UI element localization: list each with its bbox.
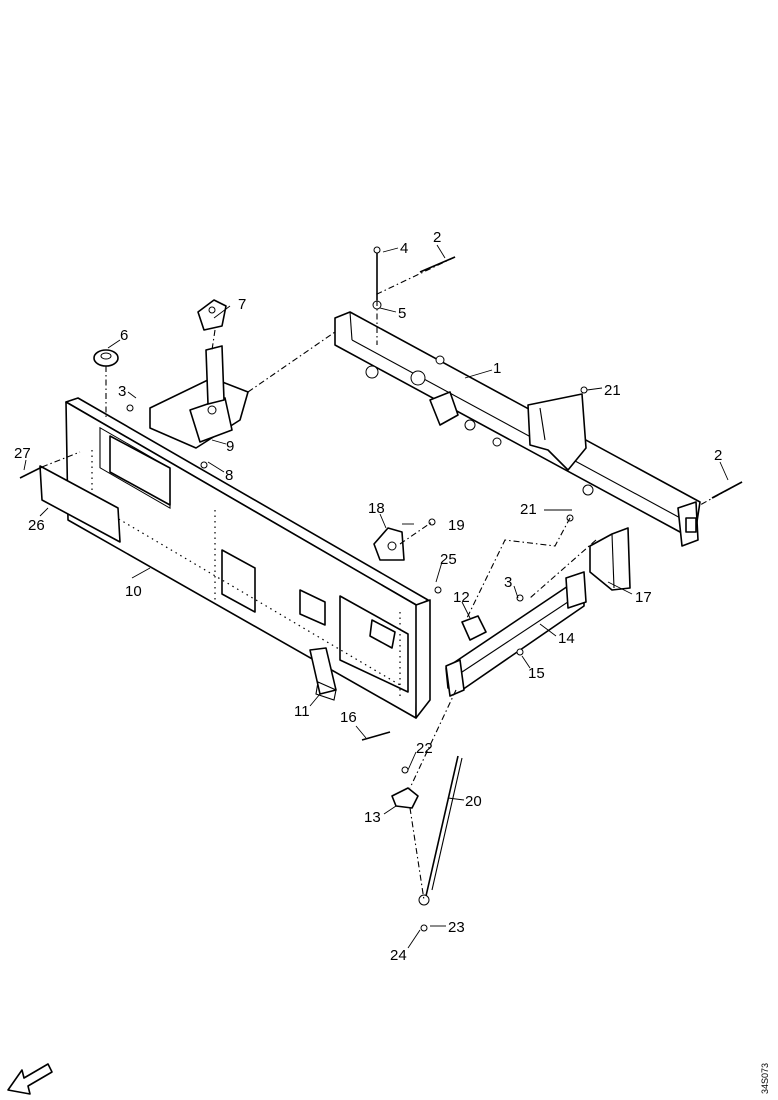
callout-6: 6 [120,327,128,344]
callout-2-top: 2 [433,229,441,246]
callout-labels: 1 2 2 3 3 4 5 6 7 8 9 10 11 12 13 14 15 … [14,229,722,964]
side-rail [445,571,587,697]
callout-12: 12 [453,589,470,606]
bracket-6 [93,349,119,367]
callout-14: 14 [558,630,575,647]
block-12 [461,615,487,641]
front-direction-arrow-icon [7,1063,53,1095]
callout-21-mid: 21 [520,501,537,518]
support-rod [418,755,463,906]
callout-22: 22 [416,740,433,757]
callout-26: 26 [28,517,45,534]
callout-23: 23 [448,919,465,936]
lower-mount [309,647,337,701]
callout-13: 13 [364,809,381,826]
assembly-lines [41,256,743,901]
callout-5: 5 [398,305,406,322]
callout-18: 18 [368,500,385,517]
clip-13 [391,787,419,809]
callout-10: 10 [125,583,142,600]
drawing-code: 34S073 [760,1063,770,1094]
bracket-7 [197,299,227,331]
callout-21-top: 21 [604,382,621,399]
callout-24: 24 [390,947,407,964]
left-mount-bracket [149,345,249,449]
callout-25: 25 [440,551,457,568]
callout-11: 11 [294,703,310,720]
callout-15: 15 [528,665,545,682]
callout-7: 7 [238,296,246,313]
callout-3-right: 3 [504,574,512,591]
callout-17: 17 [635,589,652,606]
rear-right-bracket [589,527,631,591]
callout-19: 19 [448,517,465,534]
front-panel-assembly [65,397,431,719]
callout-20: 20 [465,793,482,810]
callout-1: 1 [493,360,501,377]
callout-16: 16 [340,709,357,726]
callout-27: 27 [14,445,31,462]
lower-left-panel [39,465,121,543]
callout-9: 9 [226,438,234,455]
leader-lines [23,244,729,949]
callout-8: 8 [225,467,233,484]
bracket-18 [373,527,405,561]
callout-4: 4 [400,240,408,257]
callout-3-left: 3 [118,383,126,400]
rear-cross-member [334,311,701,547]
callout-2-right: 2 [714,447,722,464]
